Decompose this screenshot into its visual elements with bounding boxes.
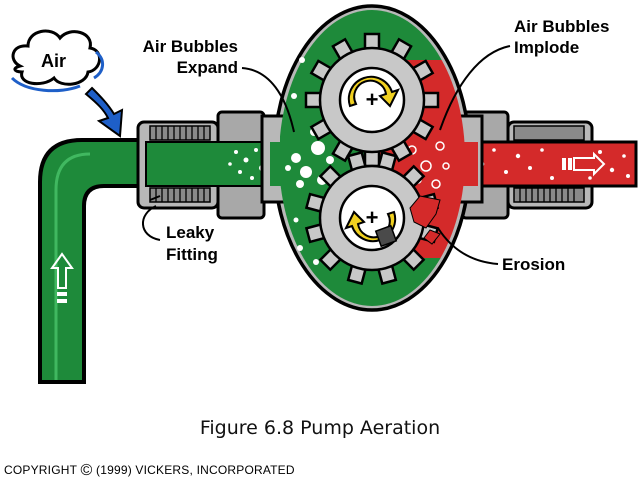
leaky-line-1: Leaky: [166, 223, 215, 242]
copyright-notice: COPYRIGHT © (1999) VICKERS, INCORPORATED: [4, 462, 295, 480]
implode-line-1: Air Bubbles: [514, 17, 609, 36]
erosion-area: [409, 195, 441, 245]
label-erosion: Erosion: [437, 227, 565, 274]
inlet-fitting: [136, 110, 279, 220]
air-label: Air: [41, 51, 66, 71]
svg-text:+: +: [366, 205, 379, 230]
air-entry-arrow-icon: [84, 86, 124, 138]
copyright-symbol: ©: [80, 462, 93, 479]
expand-line-1: Air Bubbles: [143, 37, 238, 56]
expand-line-2: Expand: [177, 58, 238, 77]
lower-gear: +: [304, 150, 440, 286]
inlet-pipe: [38, 138, 152, 384]
leaky-line-2: Fitting: [166, 245, 218, 264]
implode-line-2: Implode: [514, 38, 579, 57]
label-leaky-fitting: Leaky Fitting: [142, 205, 218, 264]
expanding-bubbles: [285, 57, 334, 265]
erosion-text: Erosion: [502, 255, 565, 274]
outlet-flow-arrow-icon: [562, 151, 606, 177]
svg-text:+: +: [366, 87, 379, 112]
label-air-bubbles-implode: Air Bubbles Implode: [439, 17, 609, 131]
air-cloud-icon: Air: [10, 29, 104, 93]
label-air-bubbles-expand: Air Bubbles Expand: [143, 37, 295, 133]
upper-gear: +: [304, 32, 440, 168]
upper-rotation-arrow-icon: [347, 75, 400, 108]
figure-caption: Figure 6.8 Pump Aeration: [199, 417, 441, 439]
copyright-suffix: (1999) VICKERS, INCORPORATED: [92, 463, 295, 477]
copyright-prefix: COPYRIGHT: [4, 463, 77, 477]
inlet-flow-arrow-icon: [50, 252, 74, 303]
